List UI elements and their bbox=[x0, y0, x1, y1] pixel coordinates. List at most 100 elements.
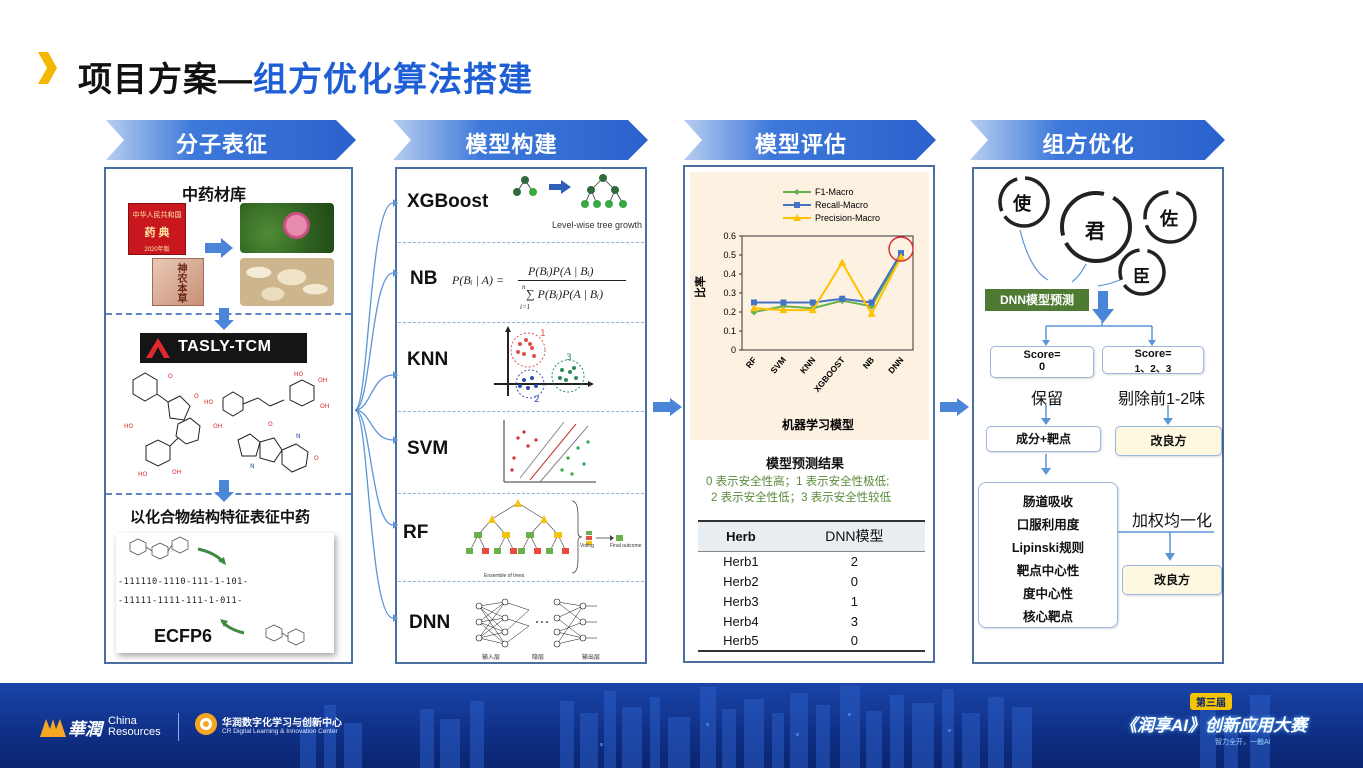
naive-bayes-formula: P(Bᵢ | A) = P(Bᵢ)P(A | Bᵢ) n ∑ P(Bᵢ)P(A … bbox=[452, 263, 630, 313]
svg-text:HO: HO bbox=[138, 471, 148, 478]
title-part1: 项目方案— bbox=[78, 61, 253, 99]
score-zero-box: Score= 0 bbox=[990, 346, 1094, 378]
header-label: 模型评估 bbox=[754, 132, 847, 157]
safety-legend-line2: 2 表示安全性低；3 表示安全性较低 bbox=[711, 492, 892, 504]
svg-text:O: O bbox=[194, 393, 199, 400]
safety-legend-line1: 0 表示安全性高；1 表示安全性极低; bbox=[706, 476, 890, 488]
tasly-logo: TASLY-TCM bbox=[140, 333, 307, 363]
dnn-output-layer: 输出层 bbox=[582, 655, 601, 661]
criteria-box: 肠道吸收 口服利用度 Lipinski规则 靶点中心性 度中心性 核心靶点 bbox=[978, 482, 1118, 628]
header-label: 分子表征 bbox=[175, 132, 268, 157]
criterion-item: 核心靶点 bbox=[1022, 610, 1073, 624]
svg-text:OH: OH bbox=[320, 403, 329, 410]
score-zero-line1: Score= bbox=[1023, 349, 1061, 361]
model-rf: RF bbox=[403, 522, 429, 543]
knn-scatter-diagram: 1 2 3 bbox=[494, 326, 594, 404]
x-tick-label: SVM bbox=[768, 355, 788, 376]
divider bbox=[398, 411, 644, 412]
svg-text:N: N bbox=[250, 463, 255, 470]
book2-text: 神农本草 bbox=[175, 263, 186, 303]
page-title: 项目方案—组方优化算法搭建 bbox=[78, 52, 533, 101]
circle-zuo: 佐 bbox=[1160, 209, 1178, 230]
formula-left: P(Bᵢ | A) = bbox=[452, 273, 505, 287]
legend-label: Precision-Macro bbox=[815, 213, 880, 223]
knn-label-3: 3 bbox=[566, 353, 572, 363]
model-nb: NB bbox=[410, 268, 438, 289]
china-resources-logo-icon bbox=[40, 719, 66, 737]
legend-label: Recall-Macro bbox=[815, 200, 868, 210]
series-point bbox=[867, 309, 876, 317]
component-target-box: 成分+靶点 bbox=[986, 426, 1101, 452]
score-nonzero-line1: Score= bbox=[1134, 348, 1172, 360]
divider bbox=[398, 581, 644, 582]
arrow-down-icon bbox=[1092, 291, 1114, 323]
rf-voting: Voting bbox=[580, 543, 594, 549]
weighted-connector bbox=[1118, 531, 1214, 561]
svg-text:N: N bbox=[296, 433, 301, 440]
arrow-down-icon bbox=[214, 480, 234, 502]
circle-shi: 使 bbox=[1013, 194, 1031, 215]
criterion-item: 靶点中心性 bbox=[1016, 564, 1080, 578]
svg-text:OH: OH bbox=[213, 423, 222, 430]
jun-chen-zuo-shi-circles bbox=[998, 176, 1197, 296]
herb-name: Herb4 bbox=[723, 613, 759, 629]
model-knn: KNN bbox=[407, 349, 449, 370]
chart-background bbox=[690, 172, 929, 440]
header-label: 模型构建 bbox=[465, 132, 558, 157]
herb-score: 0 bbox=[783, 631, 925, 652]
series-line bbox=[754, 252, 902, 304]
xgboost-caption: Level-wise tree growth bbox=[552, 220, 643, 230]
header-model-evaluation: 模型评估 bbox=[684, 120, 936, 160]
xgboost-tree-diagram bbox=[513, 174, 627, 208]
divider bbox=[398, 493, 644, 494]
model-xgboost: XGBoost bbox=[407, 191, 489, 212]
improved-formula-box-2: 改良方 bbox=[1122, 565, 1222, 595]
series-point bbox=[868, 299, 875, 306]
series-point bbox=[780, 299, 787, 306]
chart-ylabel: 比率 bbox=[693, 276, 707, 298]
herb-score: 2 bbox=[850, 553, 858, 569]
series-point bbox=[808, 306, 817, 314]
score-zero-line2: 0 bbox=[1038, 361, 1046, 373]
compound-representation-label: 以化合物结构特征表征中药 bbox=[130, 509, 311, 526]
header-label: 组方优化 bbox=[1042, 132, 1135, 157]
herb-name: Herb1 bbox=[723, 553, 759, 569]
ecfp-label: ECFP6 bbox=[154, 626, 213, 646]
model-connector-arrows bbox=[354, 199, 398, 622]
city-skyline-decoration bbox=[300, 685, 1270, 768]
contest-name: 《润享AI》创新应用大赛 bbox=[1120, 716, 1307, 735]
series-point bbox=[839, 295, 846, 302]
peony-photo bbox=[240, 203, 334, 253]
brand-en-line1: China bbox=[108, 715, 137, 727]
brand-cn: 華潤 bbox=[68, 720, 102, 740]
svg-text:HO: HO bbox=[294, 371, 304, 378]
tasly-logo-icon bbox=[146, 338, 170, 358]
series-point bbox=[897, 252, 905, 260]
dnn-highlight-circle bbox=[888, 236, 914, 262]
legend-label: F1-Macro bbox=[815, 187, 854, 197]
table-header-dnn: DNN模型 bbox=[783, 520, 925, 552]
arrow-right-icon bbox=[940, 398, 969, 416]
herb-score: 3 bbox=[850, 613, 858, 629]
svg-text:O: O bbox=[168, 373, 173, 380]
herb-slices-photo bbox=[240, 258, 334, 306]
circle-jun: 君 bbox=[1085, 219, 1105, 243]
model-svm: SVM bbox=[407, 438, 449, 459]
ecfp-card: -111110-1110-111-1-101- -11111-1111-111-… bbox=[116, 533, 334, 653]
legend-marker bbox=[794, 189, 800, 195]
book-line3: 2020年版 bbox=[144, 247, 170, 253]
title-chevron-icon bbox=[38, 52, 57, 84]
divider bbox=[398, 242, 644, 243]
herb-name: Herb3 bbox=[723, 593, 759, 609]
series-line bbox=[753, 256, 902, 316]
score-nonzero-box: Score= 1、2、3 bbox=[1102, 346, 1204, 375]
table-row: Herb1 2 bbox=[698, 551, 925, 571]
ecfp-molecule-drawing bbox=[129, 536, 305, 646]
knn-label-1: 1 bbox=[540, 329, 546, 339]
circle-chen: 臣 bbox=[1133, 267, 1150, 287]
arrow-down-icon bbox=[1041, 405, 1051, 425]
svg-text:OH: OH bbox=[172, 469, 181, 476]
svm-scatter-diagram bbox=[503, 420, 596, 483]
